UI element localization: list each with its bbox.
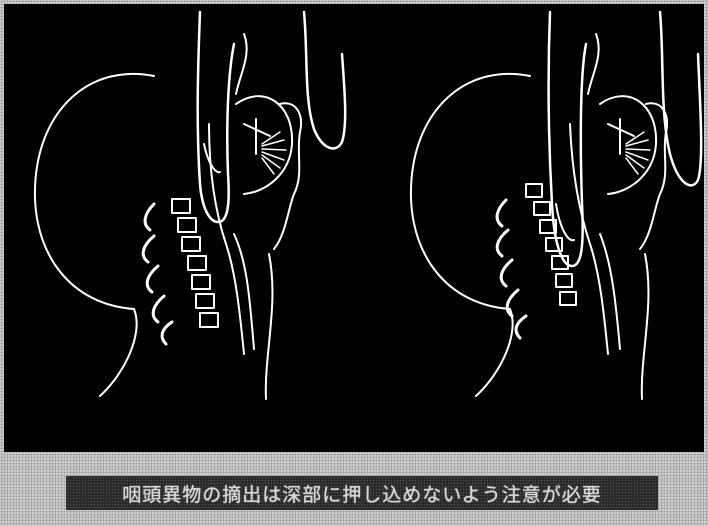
illustration-svg [4, 4, 704, 452]
right-finger [549, 12, 586, 266]
right-head-cross-section [411, 12, 701, 399]
left-thumb [304, 12, 345, 148]
right-spinous-processes [497, 200, 526, 338]
left-head-outline [35, 74, 154, 396]
right-head-outline [411, 74, 530, 396]
caption-bar: 咽頭異物の摘出は深部に押し込めないよう注意が必要 [66, 476, 658, 510]
left-spinous-processes [143, 204, 172, 344]
illustration-panel [4, 4, 704, 452]
right-thumb [660, 12, 701, 185]
right-teeth [626, 132, 650, 174]
right-hand-edge [588, 34, 599, 94]
caption-text: 咽頭異物の摘出は深部に押し込めないよう注意が必要 [122, 480, 602, 507]
right-neck-outline [642, 254, 649, 399]
right-fingernail [556, 204, 574, 240]
left-head-cross-section [35, 12, 345, 399]
left-hand-edge [236, 34, 247, 94]
left-teeth [262, 132, 286, 174]
left-finger [198, 12, 234, 222]
right-airway [600, 234, 620, 349]
left-fingernail [204, 144, 220, 172]
left-neck-outline [266, 254, 273, 399]
